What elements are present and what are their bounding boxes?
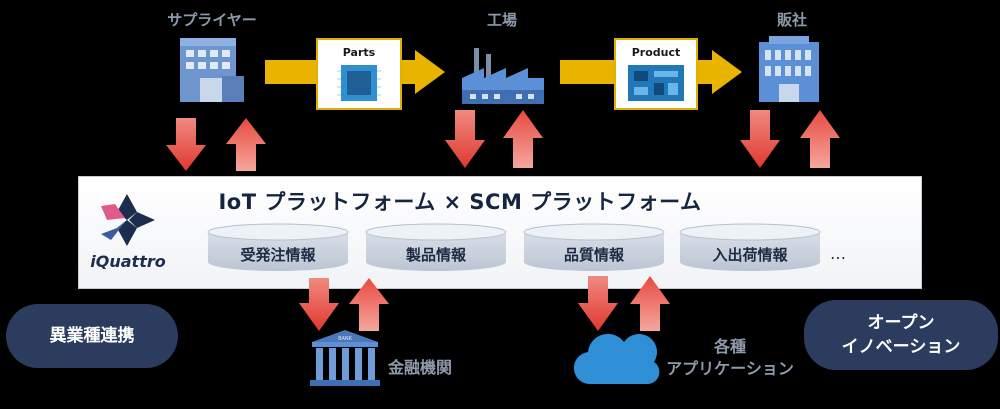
circuit-board-icon bbox=[628, 65, 684, 101]
sales-building-icon bbox=[759, 36, 819, 102]
supplier-label: サプライヤー bbox=[167, 11, 257, 29]
platform-title: IoT プラットフォーム × SCM プラットフォーム bbox=[218, 190, 702, 214]
cloud-icon bbox=[574, 333, 660, 385]
db-label-shipping: 入出荷情報 bbox=[712, 246, 788, 264]
open-innovation-line2: イノベーション bbox=[841, 337, 961, 357]
apps-label: 各種 アプリケーション bbox=[660, 336, 800, 380]
more-ellipsis: … bbox=[830, 244, 846, 263]
db-cylinder-product bbox=[365, 223, 507, 271]
open-innovation-line1: オープン bbox=[867, 313, 935, 333]
open-innovation-pill: オープン イノベーション bbox=[804, 300, 998, 370]
product-box: Product bbox=[614, 38, 698, 110]
factory-icon bbox=[462, 48, 544, 104]
apps-label-line1: 各種 bbox=[713, 337, 746, 356]
db-cylinder-quality bbox=[523, 223, 665, 271]
product-label: Product bbox=[631, 46, 681, 59]
finance-label: 金融機関 bbox=[388, 358, 453, 377]
db-label-order: 受発注情報 bbox=[240, 246, 316, 264]
chip-icon bbox=[337, 65, 381, 101]
bank-icon: BANK bbox=[310, 330, 380, 386]
sales-label: 販社 bbox=[776, 11, 807, 29]
supplier-building-icon bbox=[180, 38, 244, 102]
apps-label-line2: アプリケーション bbox=[666, 359, 794, 378]
iquattro-logo-text: iQuattro bbox=[90, 252, 166, 271]
db-cylinder-shipping bbox=[679, 223, 821, 271]
parts-label: Parts bbox=[342, 46, 376, 59]
factory-label: 工場 bbox=[486, 11, 517, 29]
db-label-quality: 品質情報 bbox=[563, 246, 624, 264]
cross-industry-pill: 異業種連携 bbox=[6, 304, 178, 368]
db-cylinder-order bbox=[207, 223, 349, 271]
iquattro-logo-icon bbox=[101, 194, 155, 246]
parts-box: Parts bbox=[316, 38, 402, 110]
bank-sign: BANK bbox=[338, 336, 353, 342]
db-label-product: 製品情報 bbox=[405, 246, 466, 264]
